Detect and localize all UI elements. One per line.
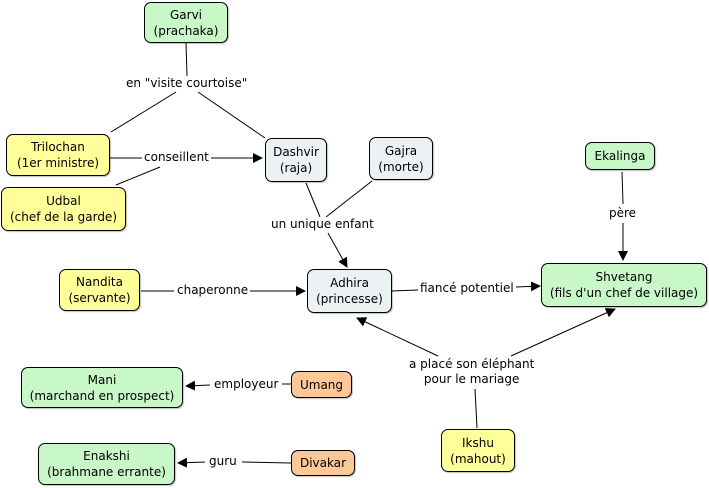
node-divakar-name: Divakar bbox=[299, 456, 347, 470]
node-dashvir[interactable]: Dashvir (raja) bbox=[265, 138, 327, 182]
link-label-elephant: a placé son éléphant pour le mariage bbox=[407, 357, 537, 387]
node-mani-name: Mani bbox=[87, 372, 117, 387]
link-label-pere: père bbox=[607, 206, 639, 221]
node-adhira-name: Adhira bbox=[330, 276, 369, 290]
link-label-fiance-potentiel: fiancé potentiel bbox=[418, 281, 516, 296]
link-label-unique-enfant: un unique enfant bbox=[269, 217, 376, 232]
node-shvetang-name: Shvetang bbox=[595, 270, 653, 284]
link-label-elephant-line2: pour le mariage bbox=[423, 372, 520, 386]
node-trilochan-role: (1er ministre) bbox=[16, 156, 100, 170]
edge-visite-dashvir bbox=[197, 91, 266, 139]
node-adhira[interactable]: Adhira (princesse) bbox=[307, 269, 392, 313]
edge-ekalinga-pere bbox=[621, 171, 624, 205]
node-gajra-role: (morte) bbox=[378, 159, 424, 174]
edge-ikshu-elephant bbox=[474, 388, 478, 429]
edge-enfant-adhira bbox=[327, 232, 348, 268]
node-mani[interactable]: Mani (marchand en prospect) bbox=[21, 367, 183, 408]
node-enakshi-name: Enakshi bbox=[83, 449, 130, 463]
link-label-chaperonne: chaperonne bbox=[175, 283, 251, 298]
node-dashvir-name: Dashvir bbox=[273, 145, 319, 159]
edge-guru-enakshi bbox=[177, 457, 206, 468]
node-garvi-role: (prachaka) bbox=[153, 23, 219, 38]
edge-adhira-fiance bbox=[391, 289, 419, 292]
link-label-visite-courtoise: en "visite courtoise" bbox=[124, 76, 250, 91]
node-garvi-name: Garvi bbox=[169, 7, 203, 22]
edge-udbal-conseil bbox=[115, 166, 161, 186]
node-enakshi[interactable]: Enakshi (brahmane errante) bbox=[38, 443, 175, 485]
node-shvetang-role: (fils d'un chef de village) bbox=[549, 286, 699, 300]
node-divakar[interactable]: Divakar bbox=[291, 450, 355, 476]
node-udbal-role: (chef de la garde) bbox=[10, 210, 117, 224]
edge-dashvir-enfant bbox=[305, 182, 321, 218]
node-ikshu[interactable]: Ikshu (mahout) bbox=[441, 429, 515, 472]
node-adhira-role: (princesse) bbox=[316, 292, 383, 306]
node-nandita-role: (servante) bbox=[68, 291, 131, 305]
edge-elephant-shvetang bbox=[510, 308, 616, 357]
node-mani-role: (marchand en prospect) bbox=[29, 388, 175, 403]
node-gajra[interactable]: Gajra (morte) bbox=[369, 137, 433, 180]
node-garvi[interactable]: Garvi (prachaka) bbox=[144, 2, 228, 43]
node-nandita-name: Nandita bbox=[76, 275, 123, 289]
link-label-elephant-line1: a placé son éléphant bbox=[409, 357, 535, 371]
node-ikshu-name: Ikshu bbox=[462, 435, 494, 450]
node-ikshu-role: (mahout) bbox=[450, 451, 506, 466]
edge-visite-trilochan bbox=[110, 91, 177, 133]
edge-employeur-mani bbox=[185, 380, 211, 391]
node-trilochan-name: Trilochan bbox=[31, 140, 85, 154]
node-ekalinga[interactable]: Ekalinga bbox=[585, 142, 655, 170]
link-label-employeur: employeur bbox=[212, 377, 281, 392]
node-udbal[interactable]: Udbal (chef de la garde) bbox=[1, 187, 126, 231]
node-trilochan[interactable]: Trilochan (1er ministre) bbox=[6, 134, 110, 176]
node-udbal-name: Udbal bbox=[46, 194, 81, 208]
node-gajra-name: Gajra bbox=[384, 143, 418, 158]
node-enakshi-role: (brahmane errante) bbox=[47, 465, 166, 479]
link-label-guru: guru bbox=[207, 454, 239, 469]
node-umang[interactable]: Umang bbox=[291, 371, 352, 398]
edge-divakar-guru bbox=[241, 461, 292, 464]
edge-gajra-enfant bbox=[325, 180, 373, 218]
node-shvetang[interactable]: Shvetang (fils d'un chef de village) bbox=[541, 263, 707, 307]
node-ekalinga-name: Ekalinga bbox=[594, 149, 646, 163]
edge-fiance-shvetang bbox=[515, 281, 541, 292]
node-umang-name: Umang bbox=[299, 377, 344, 392]
node-nandita[interactable]: Nandita (servante) bbox=[59, 269, 140, 311]
edge-garvi-visite bbox=[185, 42, 188, 77]
edge-elephant-adhira bbox=[356, 317, 439, 357]
node-dashvir-role: (raja) bbox=[279, 161, 313, 175]
link-label-conseillent: conseillent bbox=[142, 150, 211, 165]
